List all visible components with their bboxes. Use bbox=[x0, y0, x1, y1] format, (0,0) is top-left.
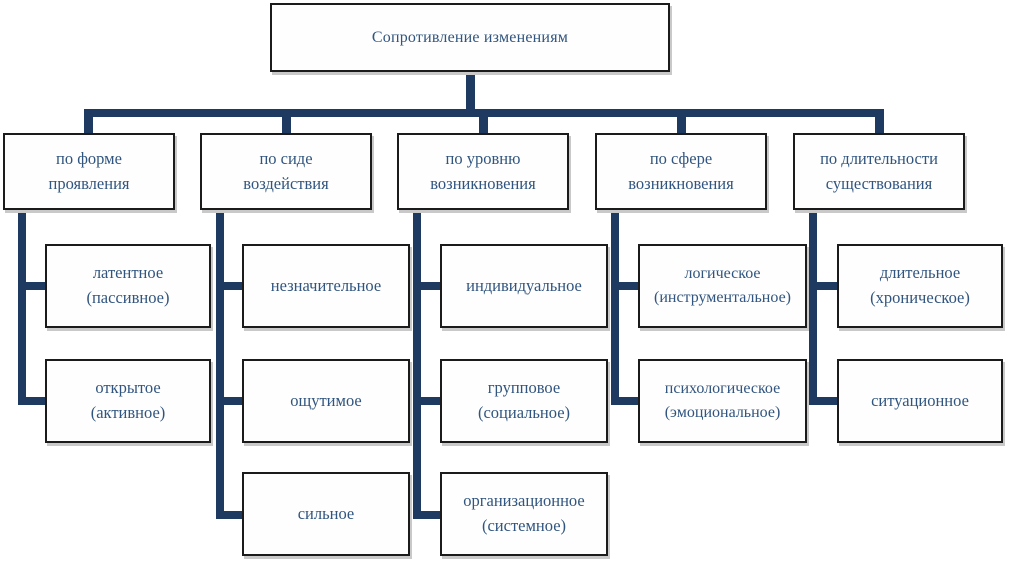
leaf-node-situational: ситуационное bbox=[837, 359, 1003, 443]
connector-branch2-stub3 bbox=[216, 511, 244, 519]
connector-branch5-stub1 bbox=[809, 282, 839, 290]
connector-branch4-stub2 bbox=[611, 397, 640, 405]
connector-root-stem bbox=[466, 71, 475, 113]
leaf-node-psychological: психологическое (эмоциональное) bbox=[638, 359, 807, 443]
leaf-node-long-term: длительное (хроническое) bbox=[837, 244, 1003, 328]
connector-branch3-stub3 bbox=[413, 511, 442, 519]
connector-branch2-vertical bbox=[216, 206, 224, 519]
connector-drop-4 bbox=[677, 109, 686, 135]
connector-branch3-stub1 bbox=[413, 282, 442, 290]
leaf-node-noticeable: ощутимое bbox=[242, 359, 410, 443]
branch-node-duration: по длительности существования bbox=[793, 133, 965, 210]
root-node: Сопротивление изменениям bbox=[270, 3, 670, 72]
branch-node-force: по сиде воздействия bbox=[200, 133, 372, 210]
connector-branch1-vertical bbox=[18, 206, 26, 405]
leaf-node-group: групповое (социальное) bbox=[440, 359, 608, 443]
leaf-node-individual: индивидуальное bbox=[440, 244, 608, 328]
connector-branch3-stub2 bbox=[413, 397, 442, 405]
connector-drop-3 bbox=[479, 109, 488, 135]
leaf-node-minor: незначительное bbox=[242, 244, 410, 328]
branch-node-level: по уровню возникновения bbox=[397, 133, 569, 210]
branch-node-sphere: по сфере возникновения bbox=[595, 133, 767, 210]
connector-branch3-vertical bbox=[413, 206, 421, 519]
connector-drop-5 bbox=[875, 109, 884, 135]
connector-branch5-stub2 bbox=[809, 397, 839, 405]
connector-branch1-stub2 bbox=[18, 397, 47, 405]
connector-branch4-vertical bbox=[611, 206, 619, 405]
connector-branch5-vertical bbox=[809, 206, 817, 405]
connector-drop-2 bbox=[282, 109, 291, 135]
connector-branch2-stub1 bbox=[216, 282, 244, 290]
connector-branch2-stub2 bbox=[216, 397, 244, 405]
connector-branch4-stub1 bbox=[611, 282, 640, 290]
connector-branch1-stub1 bbox=[18, 282, 47, 290]
leaf-node-strong: сильное bbox=[242, 472, 410, 556]
leaf-node-latent: латентное (пассивное) bbox=[45, 244, 211, 328]
leaf-node-organizational: организационное (системное) bbox=[440, 472, 608, 556]
branch-node-form: по форме проявления bbox=[3, 133, 175, 210]
leaf-node-open: открытое (активное) bbox=[45, 359, 211, 443]
connector-drop-1 bbox=[84, 109, 93, 135]
leaf-node-logical: логическое (инструментальное) bbox=[638, 244, 807, 328]
